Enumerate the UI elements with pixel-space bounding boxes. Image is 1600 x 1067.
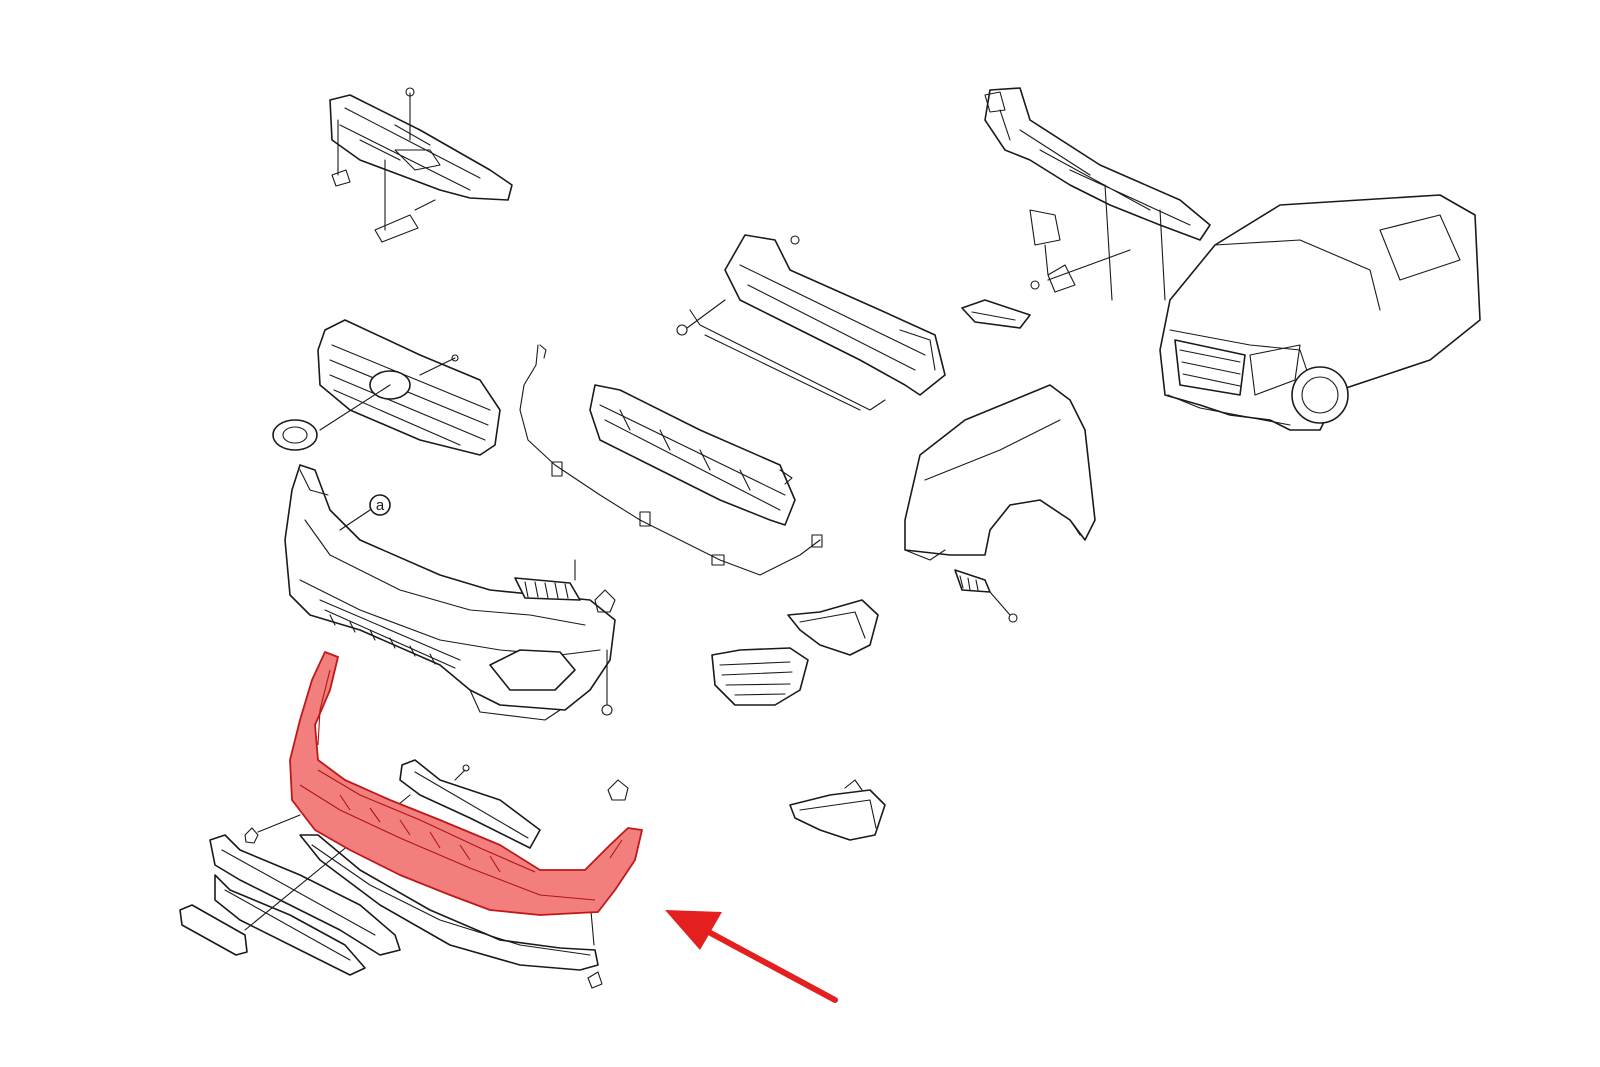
fog-lamp-housing (711, 647, 809, 706)
callout-a: a (339, 494, 391, 531)
lower-grille-trim (399, 759, 541, 849)
callout-a-label: a (376, 497, 385, 514)
lower-side-moldings (179, 794, 411, 976)
radiator-core-support (984, 87, 1211, 301)
bumper-beam (676, 234, 946, 411)
side-bracket (961, 299, 1031, 329)
reference-vehicle (1159, 194, 1481, 431)
radiator-grille (272, 319, 501, 456)
upper-support-cover (329, 87, 513, 243)
fog-lamp-bezel-upper (787, 599, 879, 656)
front-bumper-cover (284, 464, 616, 721)
lip-fastener (244, 814, 301, 844)
bumper-bolt (601, 649, 613, 716)
front-fender (904, 384, 1096, 623)
lower-bumper-lip-highlight (289, 651, 643, 916)
energy-absorber (589, 384, 796, 526)
sensor-wiring-harness (519, 344, 823, 576)
lower-skid-plate (299, 834, 603, 989)
red-pointer-arrow (665, 910, 838, 1003)
retainer-clip (607, 779, 629, 801)
center-grille-insert (514, 559, 616, 613)
fog-lamp-bezel-lower (789, 779, 886, 841)
